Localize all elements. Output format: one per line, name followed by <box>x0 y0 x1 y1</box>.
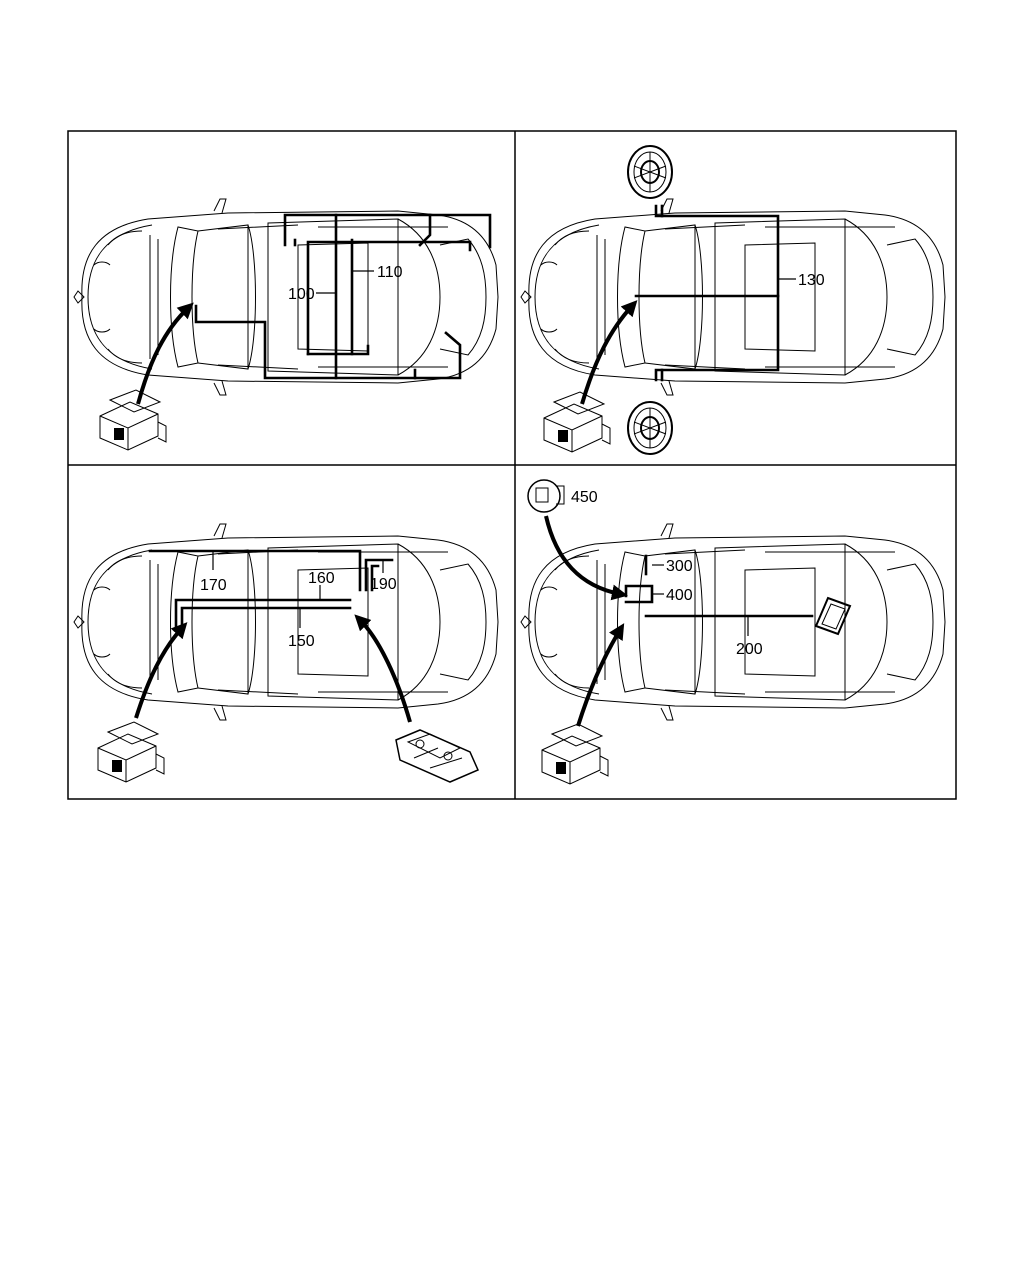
control-unit-icon <box>99 389 167 451</box>
callout-160: 160 <box>308 570 335 587</box>
harness-wires <box>148 549 394 632</box>
harness-wires <box>194 213 492 380</box>
door-module-icon <box>395 729 479 783</box>
harness-wires <box>634 204 780 382</box>
front-speaker-icon <box>627 145 673 199</box>
panel-bottom-left: 170 160 190 150 <box>73 523 499 783</box>
arrow-to-car <box>580 300 638 405</box>
control-unit-icon <box>543 391 611 453</box>
control-unit-icon <box>97 721 165 783</box>
display-module-icon <box>814 596 852 636</box>
callout-450: 450 <box>571 489 598 506</box>
arrow-to-car-2 <box>354 614 412 723</box>
panel-bottom-right: 450 300 400 200 <box>520 479 946 785</box>
callout-170: 170 <box>200 577 227 594</box>
arrow-to-car <box>136 302 194 405</box>
arrow-to-module <box>544 515 628 601</box>
callout-200: 200 <box>736 641 763 658</box>
panel-top-left: 100 110 <box>73 198 499 451</box>
arrow-to-car <box>576 623 625 727</box>
callout-110: 110 <box>377 264 403 281</box>
callout-400: 400 <box>666 587 693 604</box>
callout-130: 130 <box>798 272 825 289</box>
callout-190: 190 <box>370 576 397 593</box>
callout-300: 300 <box>666 558 693 575</box>
arrow-to-car <box>134 622 188 719</box>
rear-speaker-icon <box>627 401 673 455</box>
sensor-unit-icon <box>527 479 565 513</box>
car-top-view <box>520 523 946 721</box>
car-top-view <box>73 523 499 721</box>
control-unit-icon <box>541 723 609 785</box>
callout-150: 150 <box>288 633 315 650</box>
callout-100: 100 <box>288 286 315 303</box>
panel-top-right: 130 <box>520 145 946 455</box>
